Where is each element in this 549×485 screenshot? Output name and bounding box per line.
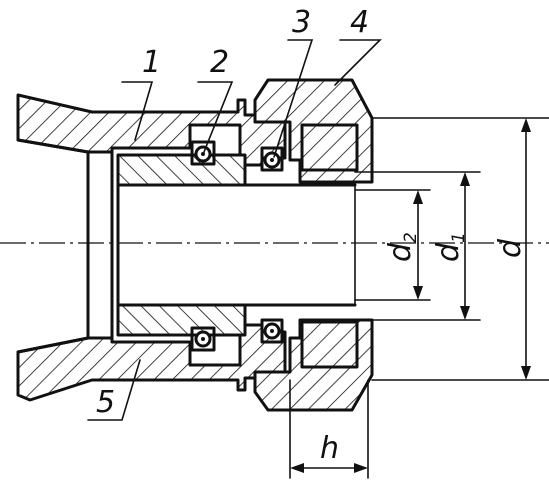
nut-thread-lower	[300, 320, 359, 369]
dim-label-h: h	[320, 431, 339, 466]
dim-label-d1-sub: 1	[449, 232, 469, 243]
oring-2-lower-groove	[190, 326, 216, 352]
oring-2-upper-groove	[190, 140, 216, 166]
nut-upper-section	[253, 78, 374, 184]
part-label-5: 5	[96, 385, 115, 420]
nut-lower-section	[253, 318, 374, 412]
leader-4	[334, 39, 382, 86]
dim-label-d2: d	[383, 242, 418, 262]
body-bore-upper	[16, 138, 90, 154]
leader-3	[273, 39, 314, 158]
dim-label-d1: d	[431, 242, 466, 262]
body-bore-lower	[16, 336, 90, 354]
dim-label-d: d	[493, 238, 528, 258]
part-label-4: 4	[350, 5, 369, 40]
leader-1	[121, 81, 154, 141]
oring-3-lower-groove	[260, 318, 284, 344]
leader-5	[87, 359, 141, 421]
insert-upper-section	[116, 153, 247, 187]
part-label-2: 2	[210, 45, 229, 80]
part-label-3: 3	[292, 5, 311, 40]
insert-lower-section	[116, 303, 247, 337]
dim-label-d2-sub: 2	[401, 232, 421, 243]
oring-3-upper-groove	[260, 146, 284, 172]
nut-thread-upper	[300, 123, 359, 172]
leader-2	[197, 81, 234, 153]
part-label-1: 1	[142, 45, 161, 80]
